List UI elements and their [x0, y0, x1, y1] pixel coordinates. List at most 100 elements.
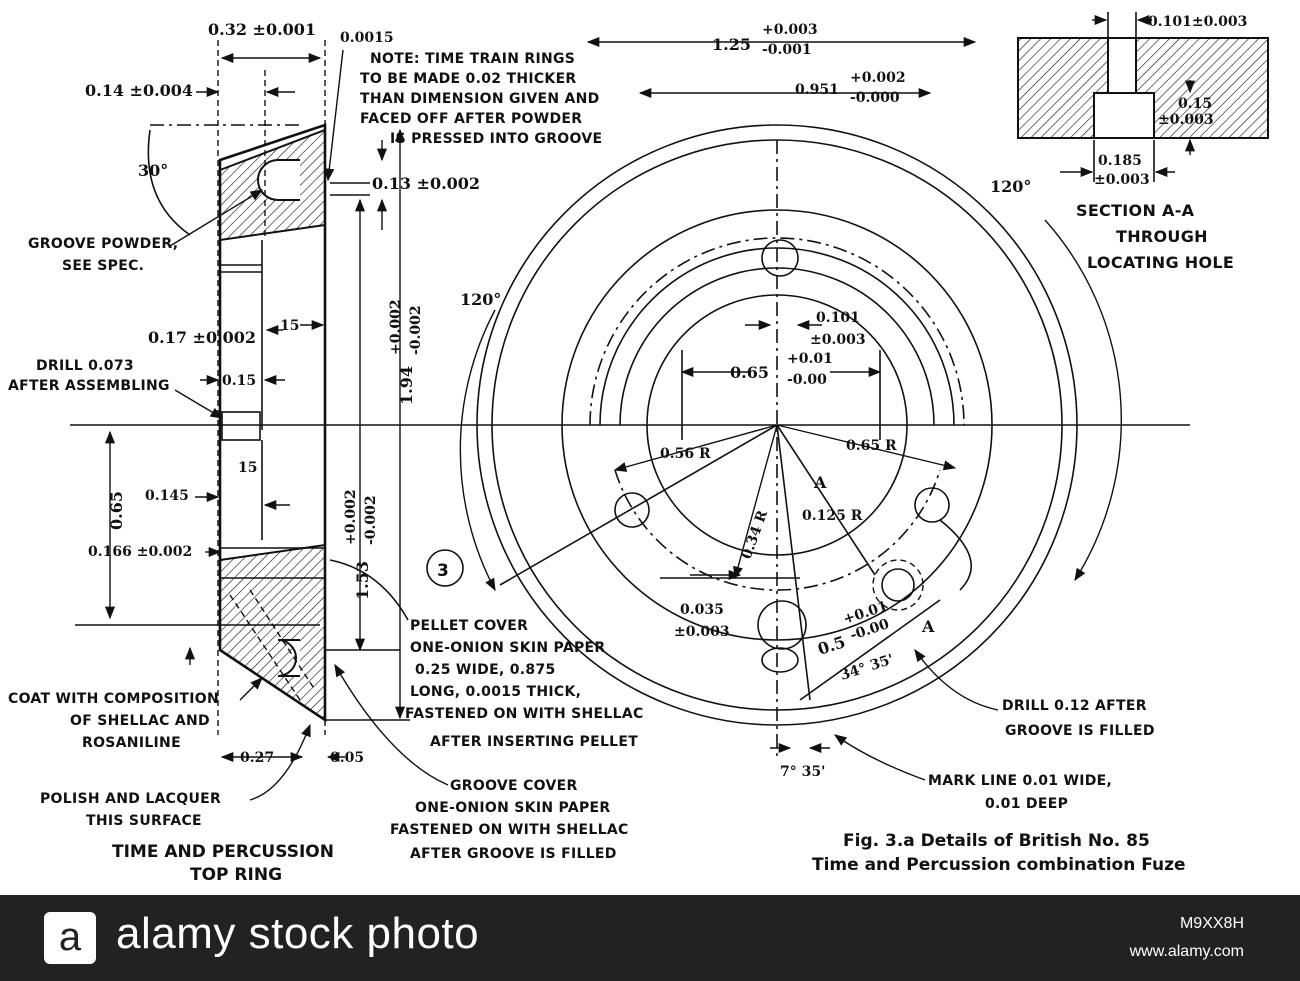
groove-cover-3: FASTENED ON WITH SHELLAC — [390, 822, 629, 838]
groove-cover-1: GROOVE COVER — [450, 778, 578, 794]
dim-15-b: 15 — [238, 460, 257, 476]
dim-1-25-plus: +0.003 — [762, 22, 818, 38]
label-drill-073-2: AFTER ASSEMBLING — [8, 378, 170, 394]
angle-30: 30° — [138, 161, 168, 180]
dim-1-94-minus: -0.002 — [408, 305, 424, 355]
section-mark-a-bottom: A — [921, 617, 935, 636]
radius-0-125: 0.125 R — [802, 508, 863, 524]
pellet-cover-3: 0.25 WIDE, 0.875 — [415, 662, 556, 678]
caption-line-2: Time and Percussion combination Fuze — [812, 855, 1186, 875]
dim-0-951: 0.951 — [795, 82, 839, 98]
section-dim-0-15: 0.15 — [1178, 96, 1212, 112]
dim-1-53-minus: -0.002 — [363, 495, 379, 545]
note-line-5: IS PRESSED INTO GROOVE — [390, 131, 602, 147]
dim-0-27: 0.27 — [240, 750, 274, 766]
bottom-hatch — [219, 543, 326, 722]
label-coat-3: ROSANILINE — [82, 735, 181, 751]
dim-0-035: 0.035 — [680, 602, 724, 618]
dim-0-101: 0.101 — [816, 310, 860, 326]
title-time-percussion: TIME AND PERCUSSION — [112, 842, 334, 862]
groove-cover-4: AFTER GROOVE IS FILLED — [410, 846, 617, 862]
mark-line-1: MARK LINE 0.01 WIDE, — [928, 773, 1112, 789]
dim-0-32: 0.32 ±0.001 — [208, 20, 316, 39]
site-url[interactable]: www.alamy.com — [1129, 943, 1244, 960]
dim-1-53-plus: +0.002 — [343, 489, 359, 545]
pellet-cover-6: AFTER INSERTING PELLET — [430, 734, 638, 750]
dim-0-0015: 0.0015 — [340, 30, 394, 46]
stock-footer-bar: a alamy stock photo M9XX8H www.alamy.com — [0, 895, 1300, 981]
angle-120-left: 120° — [460, 290, 501, 309]
label-coat-1: COAT WITH COMPOSITION — [8, 691, 219, 707]
groove-cover-2: ONE-ONION SKIN PAPER — [415, 800, 610, 816]
image-id: M9XX8H — [1179, 915, 1244, 932]
drill-12-1: DRILL 0.12 AFTER — [1002, 698, 1147, 714]
dim-0-951-minus: -0.000 — [850, 90, 900, 106]
note-line-3: THAN DIMENSION GIVEN AND — [360, 91, 600, 107]
dim-1-94-plus: +0.002 — [388, 299, 404, 355]
dim-0-13: 0.13 ±0.002 — [372, 174, 480, 193]
dim-0-14: 0.14 ±0.004 — [85, 81, 193, 100]
label-drill-073-1: DRILL 0.073 — [36, 358, 134, 374]
dim-1-53: 1.53 — [353, 561, 372, 600]
section-dim-0-185-tol: ±0.003 — [1094, 172, 1150, 188]
note-line-1: NOTE: TIME TRAIN RINGS — [370, 51, 575, 67]
dim-0-145: 0.145 — [145, 488, 189, 504]
dim-0-65-plan: 0.65 — [730, 363, 769, 382]
dim-0-166: 0.166 ±0.002 — [88, 544, 192, 560]
radius-0-56: 0.56 R — [660, 446, 711, 462]
radius-0-65: 0.65 R — [846, 438, 897, 454]
section-dim-0-185: 0.185 — [1098, 153, 1142, 169]
dim-1-94: 1.94 — [397, 366, 416, 405]
section-title-3: LOCATING HOLE — [1087, 253, 1234, 272]
powder-groove — [257, 159, 300, 201]
mark-line-2: 0.01 DEEP — [985, 796, 1068, 812]
caption-line-1: Fig. 3.a Details of British No. 85 — [843, 831, 1150, 851]
dim-0-101-tol: ±0.003 — [810, 332, 866, 348]
dim-0-15: 0.15 — [222, 373, 256, 389]
dim-0-65-minus: -0.00 — [787, 372, 827, 388]
section-title-1: SECTION A-A — [1076, 201, 1195, 220]
section-dim-0-15-tol: ±0.003 — [1158, 112, 1214, 128]
ring-section-view — [70, 40, 1190, 735]
dim-0-17: 0.17 ±0.002 — [148, 328, 256, 347]
radius-0-34: 0.34 R — [739, 508, 771, 561]
dim-0-951-plus: +0.002 — [850, 70, 906, 86]
dim-15-a: 15 — [280, 318, 299, 334]
pellet-cover-2: ONE-ONION SKIN PAPER — [410, 640, 605, 656]
note-line-2: TO BE MADE 0.02 THICKER — [360, 71, 577, 87]
section-title-2: THROUGH — [1116, 227, 1208, 246]
left-labels: GROOVE POWDER, SEE SPEC. DRILL 0.073 AFT… — [8, 189, 334, 885]
dim-1-25-minus: -0.001 — [762, 42, 812, 58]
note-line-4: FACED OFF AFTER POWDER — [360, 111, 582, 127]
ring-plan-view — [459, 124, 1122, 760]
brand-text: alamy stock photo — [116, 909, 480, 958]
drill-12-2: GROOVE IS FILLED — [1005, 723, 1155, 739]
dim-0-65-plus: +0.01 — [787, 351, 833, 367]
pellet-cover-4: LONG, 0.0015 THICK, — [410, 684, 581, 700]
title-top-ring: TOP RING — [190, 865, 282, 885]
cover-labels: 3 PELLET COVER ONE-ONION SKIN PAPER 0.25… — [329, 549, 644, 862]
pellet-cover-1: PELLET COVER — [410, 618, 528, 634]
dim-1-25: 1.25 — [712, 35, 751, 54]
label-groove-powder-2: SEE SPEC. — [62, 258, 144, 274]
angle-7-35: 7° 35' — [780, 764, 825, 780]
angle-34-35: 34° 35' — [838, 652, 895, 684]
dim-0-65-vert: 0.65 — [107, 491, 126, 530]
section-a-a: 0.101±0.003 0.15 ±0.003 0.185 ±0.003 SEC… — [1017, 12, 1269, 272]
right-labels: DRILL 0.12 AFTER GROOVE IS FILLED MARK L… — [812, 648, 1186, 875]
section-dim-0-101: 0.101±0.003 — [1148, 14, 1247, 30]
note-block: NOTE: TIME TRAIN RINGS TO BE MADE 0.02 T… — [360, 51, 602, 147]
label-polish-2: THIS SURFACE — [86, 813, 202, 829]
label-coat-2: OF SHELLAC AND — [70, 713, 210, 729]
fuze-technical-drawing: 0.32 ±0.001 0.0015 0.14 ±0.004 30° 0.13 … — [8, 12, 1269, 885]
dim-0-035-tol: ±0.003 — [674, 624, 730, 640]
dim-0-05: 0.05 — [330, 750, 364, 766]
circled-number: 3 — [437, 561, 449, 581]
section-mark-a-top: A — [813, 473, 827, 492]
angle-120-right: 120° — [990, 177, 1031, 196]
pellet-cover-5: FASTENED ON WITH SHELLAC — [405, 706, 644, 722]
left-dimensions: 0.32 ±0.001 0.0015 0.14 ±0.004 30° 0.13 … — [75, 20, 480, 766]
alamy-logo-icon: a — [44, 912, 96, 964]
label-groove-powder-1: GROOVE POWDER, — [28, 236, 178, 252]
label-polish-1: POLISH AND LACQUER — [40, 791, 221, 807]
